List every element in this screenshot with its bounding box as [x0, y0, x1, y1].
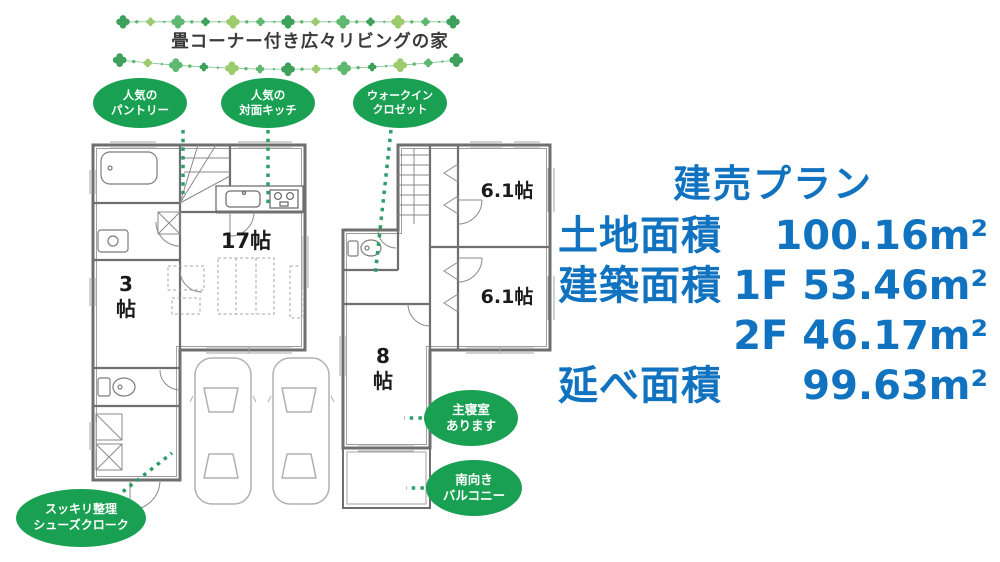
bathtub-icon [100, 151, 158, 185]
stat-value: 1F 53.46m² [733, 263, 988, 309]
toilet-2f-icon [347, 239, 382, 257]
stat-value: 2F 46.17m² [733, 313, 988, 359]
badge-main-bedroom: 主寝室 あります [424, 390, 518, 446]
badge-pantry: 人気の パントリー [93, 78, 187, 128]
shoe-closet-icon [95, 413, 123, 471]
stat-label: 延べ面積 [558, 363, 722, 409]
floorplan-1f [89, 141, 335, 511]
stat-row-land: 土地面積 100.16m² [558, 212, 988, 262]
badge-shoes-cloak: スッキリ整理 シューズクローク [16, 489, 146, 547]
pantry-icon [157, 211, 181, 235]
badge-walkin-closet: ウォークイン クロゼット [353, 78, 447, 128]
room-label-living-17: 17帖 [220, 229, 272, 253]
stat-label: 土地面積 [558, 213, 722, 259]
stats-title: 建売プラン [672, 162, 873, 206]
windows-1f-icon [89, 141, 309, 450]
floorplan-2f [339, 141, 555, 509]
stat-label: 建築面積 [558, 263, 722, 309]
stat-value: 100.16m² [774, 213, 988, 259]
stat-row-total: 延べ面積 99.63m² [558, 362, 988, 412]
room-label-2f-61b: 6.1帖 [480, 286, 534, 308]
stat-value: 99.63m² [802, 363, 988, 409]
closet-doors-icon [443, 163, 459, 313]
kitchen-counter-icon [215, 185, 304, 214]
clover-garland-bottom-icon [112, 53, 464, 77]
room-label-bedroom-8: 8 帖 [373, 344, 393, 393]
windows-2f-icon [339, 141, 555, 452]
washbasin-icon [97, 229, 129, 253]
badge-kitchen: 人気の 対面キッチ [221, 78, 315, 128]
badge-south-balcony: 南向き バルコニー [426, 460, 522, 516]
page-title: 畳コーナー付き広々リビングの家 [171, 32, 449, 52]
room-label-2f-61a: 6.1帖 [480, 180, 534, 202]
clover-garland-top-icon [116, 15, 460, 29]
stairs-2f-icon [398, 148, 430, 224]
car-icon [189, 357, 257, 505]
stat-row-building-2f: 2F 46.17m² [558, 312, 988, 362]
stats-panel: 建売プラン 土地面積 100.16m² 建築面積 1F 53.46m² 2F 4… [558, 160, 988, 412]
room-label-tatami-3: 3 帖 [116, 272, 136, 321]
door-arcs-2f-icon [377, 199, 483, 327]
stat-row-building-1f: 建築面積 1F 53.46m² [558, 262, 988, 312]
stairs-1f-icon [179, 144, 231, 204]
furniture-icon [167, 257, 303, 319]
car-icon [267, 357, 335, 505]
toilet-1f-icon [97, 377, 136, 397]
